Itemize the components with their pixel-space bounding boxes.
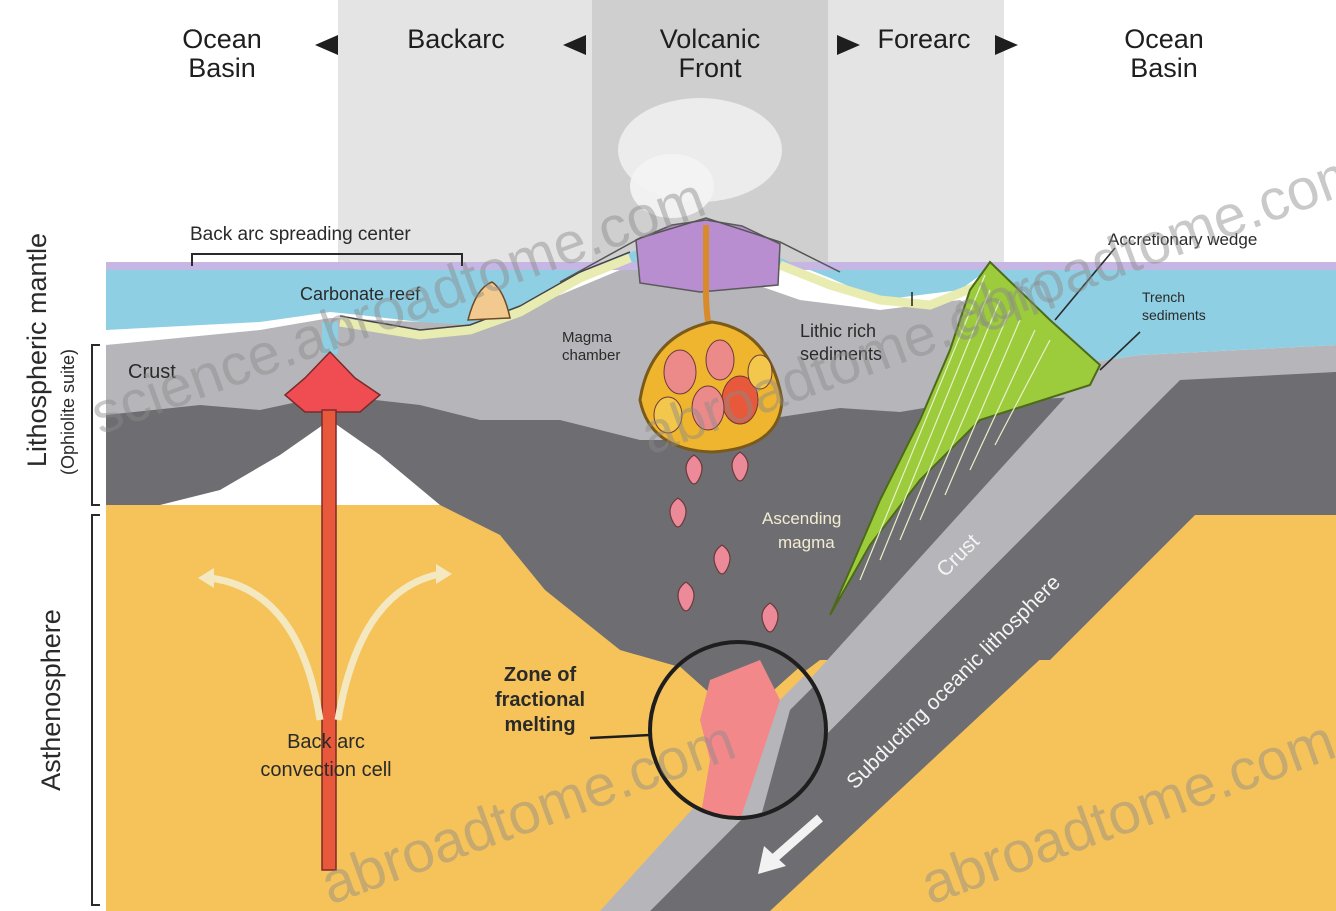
backarc-label: Backarc [407,24,505,54]
ophiolite-suite-label: (Ophiolite suite) [58,349,78,475]
magma-chamber-line1: Magma [562,329,613,346]
ocean-basin-right-line1: Ocean [1124,24,1204,54]
fractional-melting-line1: Zone of [504,664,577,686]
trench-sediments-line1: Trench [1142,289,1185,305]
mantle-plume [322,410,336,870]
convection-cell-line1: Back arc [287,731,365,753]
volcanic-front-line2: Front [678,53,742,83]
fractional-melting-line3: melting [504,714,575,736]
forearc-label: Forearc [877,24,970,54]
ascending-magma-line2: magma [778,533,835,552]
asthenosphere-label: Asthenosphere [36,609,66,791]
back-arc-spreading-center-label: Back arc spreading center [190,224,411,245]
ocean-basin-left-line2: Basin [188,53,256,83]
ascending-magma-line1: Ascending [762,509,841,528]
ocean-basin-right-line2: Basin [1130,53,1198,83]
lithospheric-mantle-label: Lithospheric mantle [22,233,52,467]
trench-sediments-line2: sediments [1142,307,1206,323]
convection-cell-line2: convection cell [260,759,391,781]
volcanic-front-line1: Volcanic [660,24,761,54]
ocean-basin-left-line1: Ocean [182,24,262,54]
magma-chamber-line2: chamber [562,347,620,364]
fractional-melting-line2: fractional [495,689,585,711]
